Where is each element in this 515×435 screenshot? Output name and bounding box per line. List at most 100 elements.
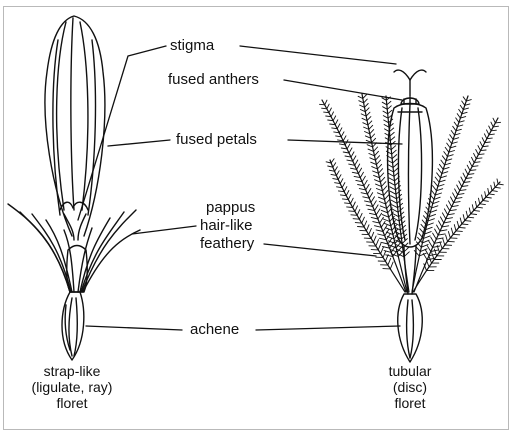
pappus-barb: [333, 163, 336, 168]
pappus-barb: [459, 227, 465, 228]
pappus-barb: [377, 164, 381, 169]
pappus-barb: [453, 193, 456, 199]
pappus-barb: [483, 201, 489, 202]
pappus-barb: [467, 165, 470, 170]
pappus-barb: [385, 255, 388, 262]
pappus-barb: [457, 114, 460, 119]
pappus-barb: [437, 225, 441, 231]
pappus-barb: [378, 213, 382, 219]
leader-lines: [78, 46, 402, 330]
pappus-barb: [329, 108, 331, 113]
pappus-barb: [493, 118, 495, 123]
pappus-barb: [339, 128, 342, 133]
pappus-barb: [484, 134, 486, 139]
pappus-barb: [472, 205, 473, 211]
pappus-barb: [357, 164, 360, 169]
caption-right-line2: (disc): [362, 379, 458, 395]
pappus-barb: [394, 168, 399, 172]
pappus-barb: [351, 215, 357, 216]
pappus-barb: [384, 190, 388, 195]
pappus-barb: [351, 152, 354, 157]
pappus-barb: [435, 229, 439, 235]
pappus-barb: [371, 134, 375, 138]
pappus-barb: [358, 168, 361, 173]
pappus-barb: [446, 205, 449, 211]
pappus-barb: [465, 169, 468, 174]
pappus-barb: [352, 172, 358, 173]
pappus-barb: [355, 223, 361, 224]
pappus-barb: [438, 169, 442, 174]
pappus-barb: [443, 239, 445, 246]
pappus-barb: [427, 245, 431, 251]
pappus-barb: [495, 187, 500, 188]
pappus-barb: [472, 157, 475, 162]
pappus-barb: [463, 97, 466, 101]
pappus-barb: [480, 142, 483, 147]
pappus-barb: [358, 227, 365, 228]
pappus-barb: [364, 99, 368, 103]
pappus-barb: [353, 202, 356, 208]
pappus-barb: [378, 243, 381, 250]
pappus-barb: [492, 191, 497, 192]
pappus-barb: [387, 106, 391, 110]
pappus-barb: [347, 207, 353, 208]
right-floret-pappus: [322, 94, 500, 292]
pappus-barb: [482, 138, 485, 143]
pappus-barb: [448, 232, 450, 238]
right-floret-achene: [398, 294, 423, 362]
pappus-barb: [441, 160, 445, 165]
leader-pappus-right: [264, 244, 376, 256]
pappus-barb: [447, 143, 451, 148]
pappus-barb: [344, 187, 347, 192]
pappus-barb: [390, 191, 396, 194]
pappus-barb: [391, 200, 397, 203]
pappus-barb: [325, 100, 327, 105]
pappus-barb: [434, 181, 438, 186]
pappus-barb: [440, 242, 442, 249]
label-fused-anthers: fused anthers: [166, 71, 261, 88]
pappus-barb: [331, 159, 334, 163]
pappus-barb: [376, 209, 380, 215]
pappus-barb: [378, 169, 382, 174]
pappus-barb: [468, 217, 474, 218]
pappus-barb: [426, 260, 429, 267]
pappus-barb: [469, 161, 472, 166]
pappus-barb: [353, 156, 356, 161]
pappus-barb: [482, 195, 483, 201]
pappus-barb: [457, 185, 460, 191]
pappus-barb: [363, 95, 367, 99]
pappus-barb: [368, 121, 372, 125]
pappus-barb: [460, 105, 463, 109]
pappus-barb: [369, 229, 372, 235]
pappus-barb: [457, 221, 459, 227]
pappus-barb: [439, 221, 442, 227]
pappus-barb: [362, 176, 365, 182]
pappus-barb: [451, 131, 454, 136]
right-floret-stigma: [394, 70, 426, 96]
pappus-barb: [455, 189, 458, 195]
pappus-barb: [491, 122, 493, 127]
pappus-barb: [381, 182, 385, 187]
pappus-barb: [369, 125, 373, 129]
leader-stigma: [240, 46, 396, 64]
pappus-barb: [374, 147, 378, 151]
label-pappus: pappus: [204, 199, 257, 216]
pappus-barb: [425, 249, 429, 255]
pappus-barb: [359, 213, 362, 219]
pappus-barb: [453, 126, 456, 131]
pappus-barb: [390, 187, 396, 190]
pappus-barb: [462, 101, 465, 105]
pappus-barb: [338, 175, 341, 180]
pappus-barb: [390, 132, 394, 136]
pappus-barb: [463, 215, 465, 221]
pappus-barb: [463, 173, 466, 178]
label-stigma: stigma: [168, 37, 216, 54]
pappus-barb: [386, 199, 390, 204]
pappus-barb: [433, 233, 437, 239]
pappus-barb: [495, 122, 500, 123]
pappus-barb: [366, 112, 370, 116]
pappus-barb: [381, 247, 384, 254]
left-floret-achene: [62, 292, 84, 360]
pappus-barb: [381, 221, 385, 227]
leader-fused-anthers: [284, 80, 402, 100]
